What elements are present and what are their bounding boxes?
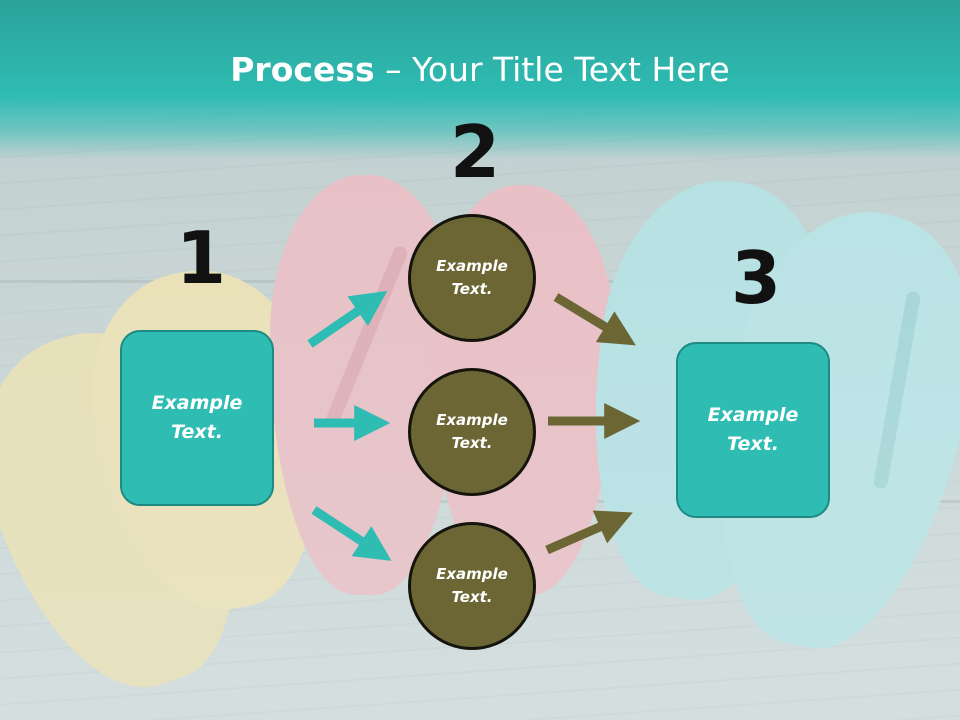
- step-2-circle-2: Example Text.: [408, 368, 536, 496]
- title-rest: – Your Title Text Here: [374, 50, 730, 89]
- arrow-right-down-icon: [311, 506, 392, 561]
- arrow-right-up-icon: [307, 290, 388, 348]
- title-band: [0, 0, 960, 160]
- step-3-box: Example Text.: [676, 342, 830, 518]
- step-2-circle-text: Example Text.: [436, 565, 508, 606]
- slide-title: Process – Your Title Text Here: [0, 50, 960, 89]
- arrow-right-up-icon: [545, 510, 633, 555]
- step-3-text: Example Text.: [707, 404, 799, 455]
- step-1-text: Example Text.: [151, 392, 243, 443]
- step-2-circle-3: Example Text.: [408, 522, 536, 650]
- step-2-circle-1: Example Text.: [408, 214, 536, 342]
- step-1-box: Example Text.: [120, 330, 274, 506]
- step-2-circle-text: Example Text.: [436, 411, 508, 452]
- title-bold: Process: [230, 50, 375, 89]
- step-number-1: 1: [176, 216, 227, 300]
- step-2-circle-text: Example Text.: [436, 257, 508, 298]
- step-number-2: 2: [450, 110, 501, 194]
- step-number-3: 3: [731, 236, 782, 320]
- arrow-right-down-icon: [553, 293, 636, 346]
